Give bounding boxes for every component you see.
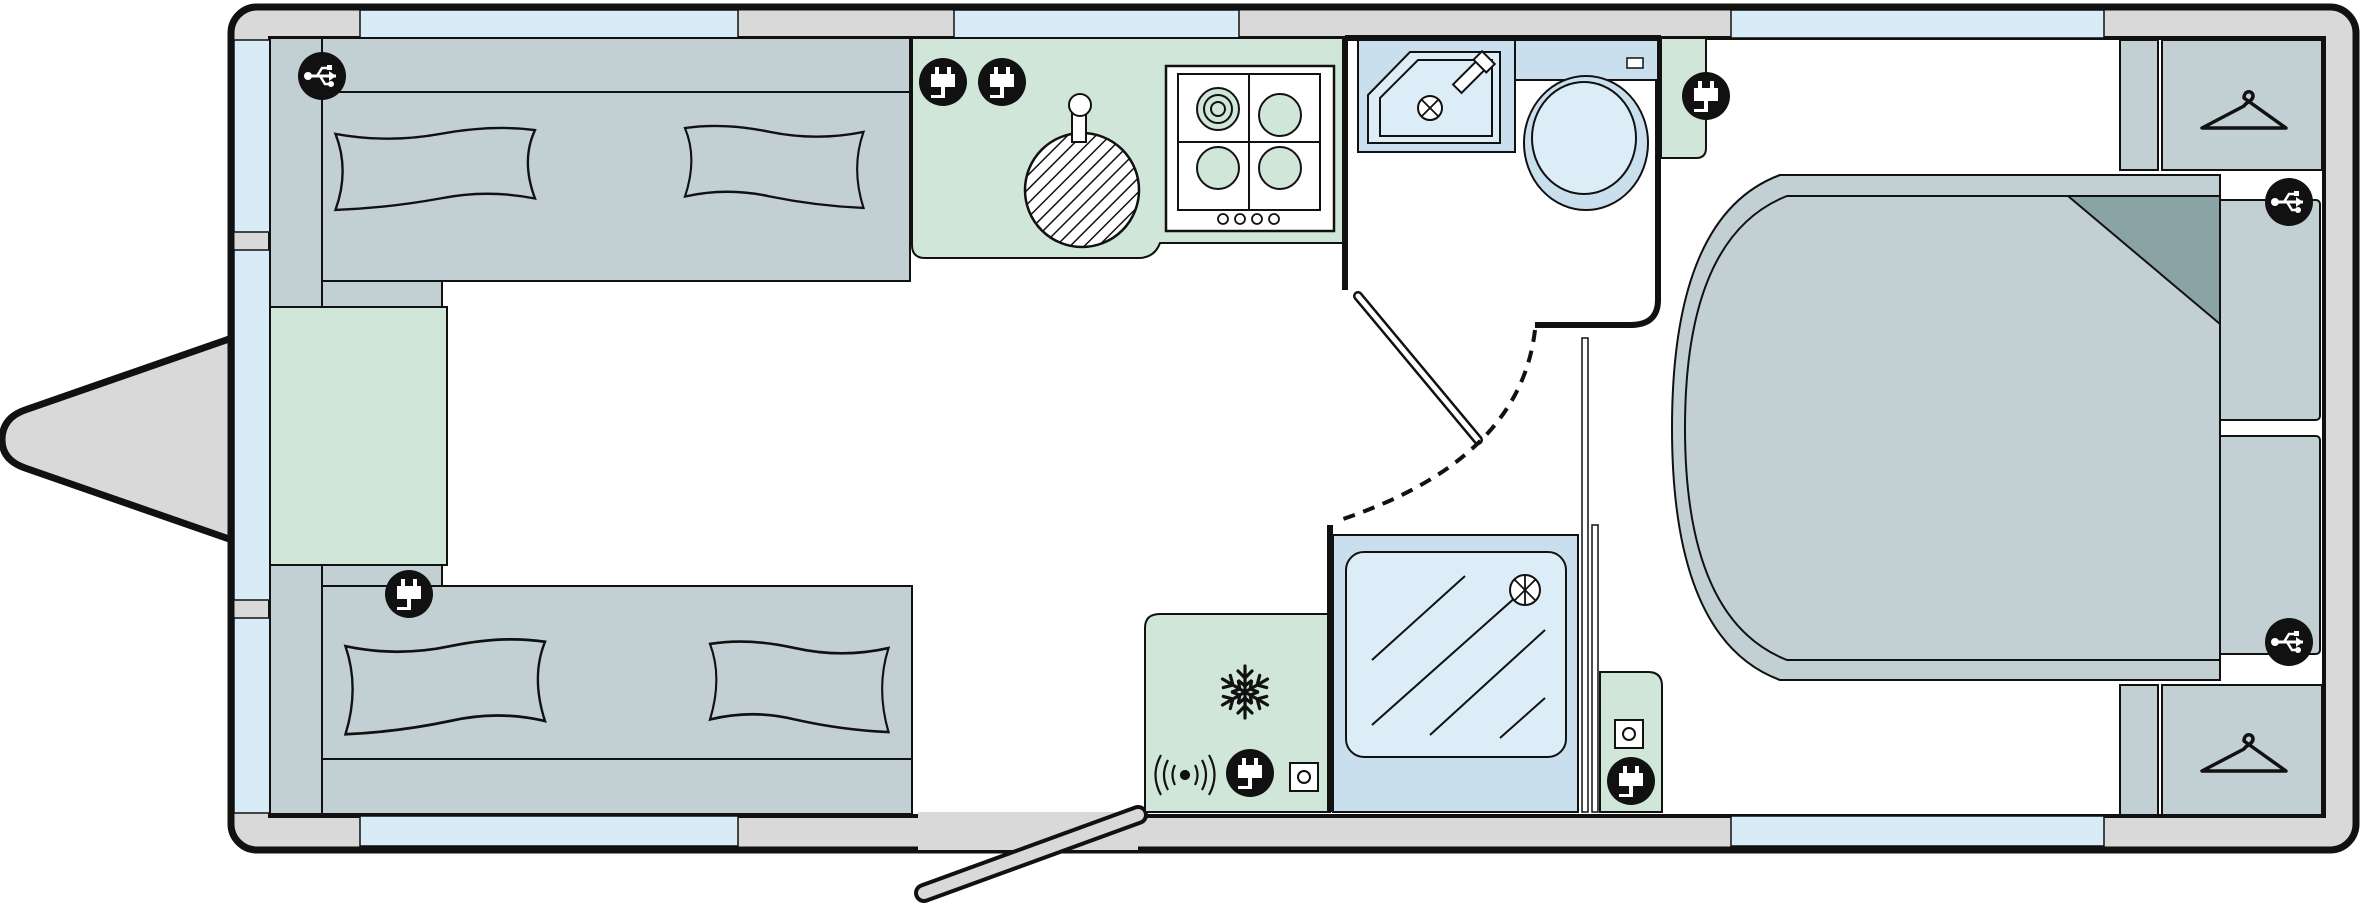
tv-point-icon xyxy=(1614,719,1644,749)
entrance-door xyxy=(914,805,1148,903)
usb-socket-icon xyxy=(2263,616,2315,668)
front-lounge xyxy=(269,37,913,815)
hob-icon xyxy=(1164,64,1336,233)
toilet-icon xyxy=(1514,39,1659,211)
mains-socket-icon xyxy=(978,58,1026,106)
sink-icon xyxy=(1023,93,1141,249)
mains-socket-icon xyxy=(919,58,967,106)
shower xyxy=(1327,337,1599,813)
washroom xyxy=(1339,35,1661,522)
tv-aerial-icon xyxy=(1154,754,1216,796)
mains-socket-icon xyxy=(1226,749,1274,797)
cabinet xyxy=(1660,37,1730,159)
usb-socket-icon xyxy=(2263,176,2315,228)
usb-socket-icon xyxy=(296,50,348,102)
mains-socket-icon xyxy=(1607,757,1655,805)
shower-drain-icon xyxy=(1509,574,1541,606)
mains-socket-icon xyxy=(385,570,433,618)
fridge-unit xyxy=(1144,613,1331,813)
cabinet xyxy=(1599,671,1663,813)
bedroom xyxy=(1670,39,2323,816)
drawbar xyxy=(0,334,236,544)
tv-point-icon xyxy=(1289,762,1319,792)
kitchen-unit xyxy=(911,37,1346,259)
mains-socket-icon xyxy=(1682,72,1730,120)
